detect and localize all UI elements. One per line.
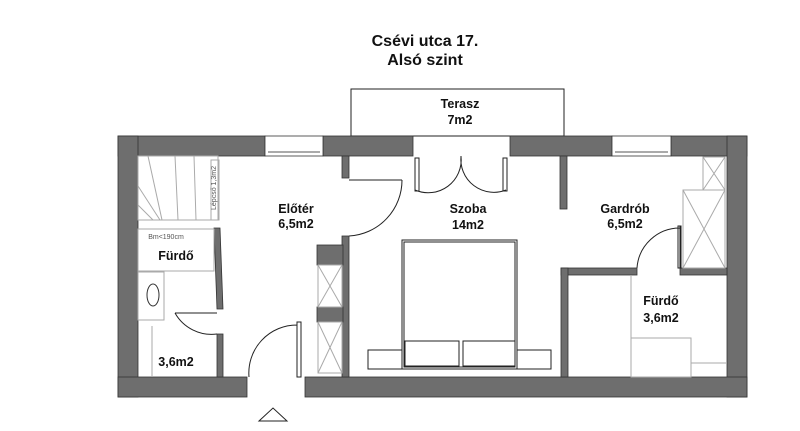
bathroom-left-fixtures [137,228,215,377]
room-area-gardrob: 6,5m2 [607,217,642,231]
window-gardrob [611,135,672,157]
room-name-furdo-left: Fürdő [158,249,194,263]
room-area-szoba: 14m2 [452,218,484,232]
bathroom-right-fixtures [630,275,727,378]
room-name-terasz: Terasz [441,97,480,111]
outer-walls [117,135,748,398]
room-area-furdo-right: 3,6m2 [643,311,678,325]
room-area-terasz: 7m2 [447,113,472,127]
room-name-eloter: Előtér [278,202,314,216]
interior-walls [213,155,728,378]
room-name-gardrob: Gardrób [600,202,650,216]
room-name-szoba: Szoba [450,202,488,216]
closet-gardrob [682,156,726,269]
window-stairs [264,135,324,157]
stairs-label: Lépcső 1,3m2 [211,166,218,210]
bed [367,239,552,370]
room-area-eloter: 6,5m2 [278,217,313,231]
bathroom-left-note: Bm<190cm [148,234,184,241]
stairs [137,155,220,221]
room-area-furdo-left: 3,6m2 [158,355,193,369]
closet-hall [317,264,343,374]
doors [174,155,682,378]
entrance-arrow-icon [257,407,289,422]
terrace-outline [350,88,565,137]
plan-subtitle: Alsó szint [387,52,463,69]
plan-title: Csévi utca 17. [372,33,479,50]
room-name-furdo-right: Fürdő [643,294,679,308]
